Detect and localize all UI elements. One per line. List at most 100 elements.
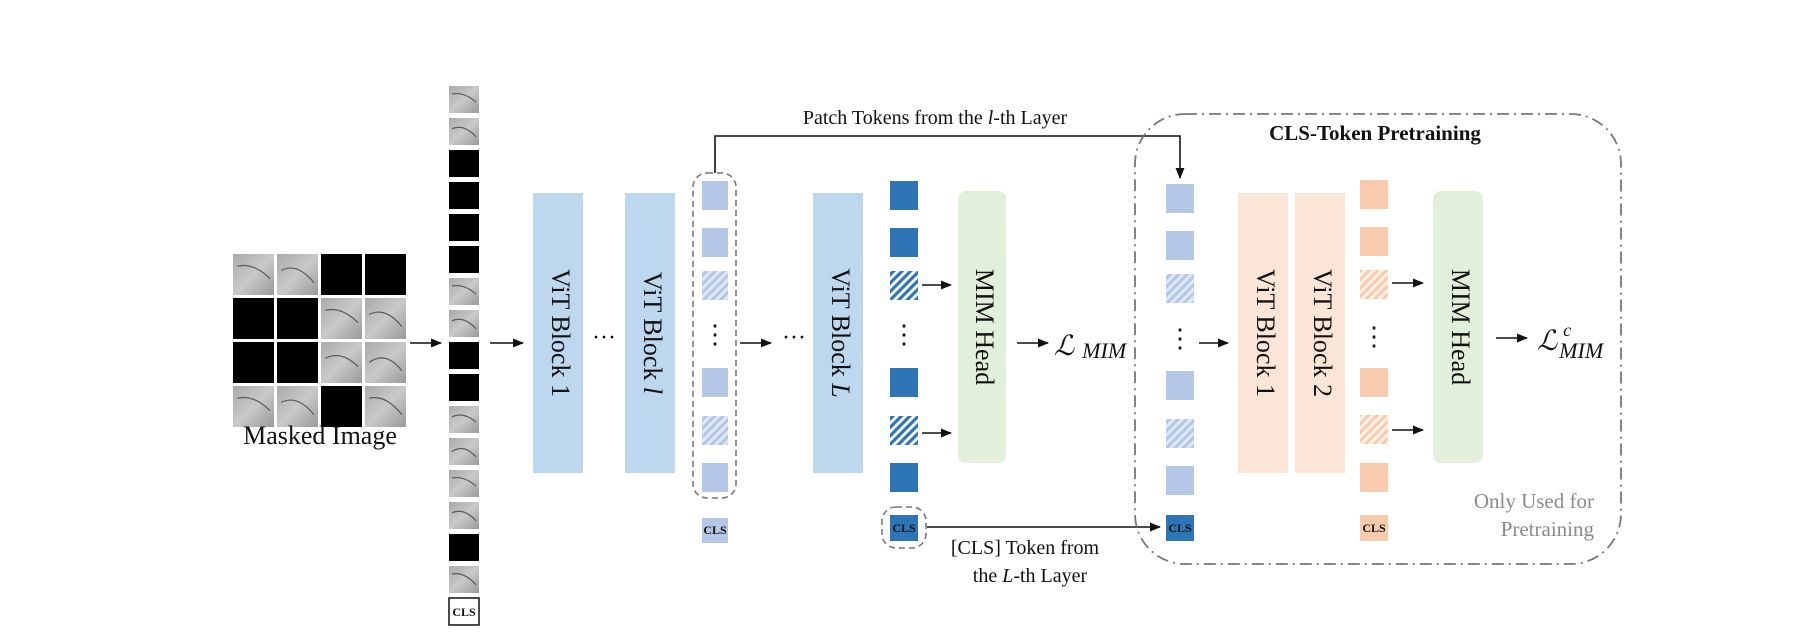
- cls-stage-input-cls-token: [1166, 515, 1194, 541]
- layer-L-cls-dashed-box: [881, 506, 927, 549]
- cls-stage-input-cls-label: CLS: [1168, 521, 1192, 535]
- layer-l-token: [702, 463, 728, 492]
- cls-stage-output-ellipsis: ⋮: [1361, 322, 1387, 351]
- masked-patch: [365, 254, 406, 295]
- layer-l-token-masked: [702, 271, 728, 300]
- layer-L-token: [890, 181, 918, 210]
- vit-block-L: [813, 193, 863, 473]
- layer-l-vertical-ellipsis: ⋮: [702, 320, 728, 349]
- cls-vit-block-1-label: ViT Block 1: [1251, 269, 1280, 397]
- patch-tokens-label: Patch Tokens from the l-th Layer: [803, 107, 1068, 129]
- layer-L-vertical-ellipsis: ⋮: [891, 320, 917, 349]
- layer-L-cls-token: [890, 515, 918, 541]
- vit-block-L-label: ViT Block L: [826, 268, 855, 397]
- masked-patch: [277, 298, 318, 339]
- token-masked: [449, 246, 479, 273]
- image-patch: [321, 342, 362, 383]
- cls-vit-block-2: [1295, 193, 1345, 473]
- cls-stage-output-token: [1360, 463, 1388, 492]
- crack-texture: [451, 414, 477, 423]
- crack-texture: [451, 573, 477, 586]
- cls-stage-input-token: [1166, 184, 1194, 213]
- token-masked: [449, 342, 479, 369]
- vit-block-l-label: ViT Block l: [638, 272, 667, 394]
- layer-L-token: [890, 463, 918, 492]
- layer-l-token-group: [692, 172, 737, 499]
- cls-stage-output-token: [1360, 227, 1388, 256]
- token-image: [449, 310, 479, 337]
- crack-texture: [236, 264, 271, 280]
- image-patch: [277, 254, 318, 295]
- crack-texture: [368, 397, 403, 416]
- token-image: [449, 566, 479, 593]
- mim-head: [958, 191, 1006, 463]
- crack-texture: [451, 284, 477, 295]
- ellipsis-2: ···: [782, 325, 806, 351]
- layer-L-token: [890, 228, 918, 257]
- token-image: [449, 86, 479, 113]
- masked-image-label: Masked Image: [243, 421, 397, 450]
- image-patch: [321, 298, 362, 339]
- cls-stage-output-token: [1360, 180, 1388, 209]
- crack-texture: [368, 357, 403, 372]
- token-column: [449, 86, 479, 593]
- layer-L-token-masked: [890, 271, 918, 300]
- cls-pretraining-title: CLS-Token Pretraining: [1269, 121, 1481, 145]
- token-image: [449, 502, 479, 529]
- token-masked: [449, 374, 479, 401]
- layer-L-token: [890, 368, 918, 397]
- token-image: [449, 406, 479, 433]
- cls-token-label-line1: [CLS] Token from: [951, 537, 1100, 559]
- vit-block-1-label: ViT Block 1: [546, 269, 575, 397]
- mim-head-label: MIM Head: [970, 269, 999, 385]
- token-masked: [449, 214, 479, 241]
- cls-pretraining-region: [1134, 113, 1622, 565]
- layer-l-token: [702, 228, 728, 257]
- token-image: [449, 278, 479, 305]
- crack-texture: [451, 318, 477, 330]
- crack-texture: [451, 510, 477, 522]
- cls-vit-block-2-label: ViT Block 2: [1308, 269, 1337, 397]
- token-image: [449, 118, 479, 145]
- cls-stage-input-token: [1166, 371, 1194, 400]
- cls-mim-head-label: MIM Head: [1446, 269, 1475, 385]
- crack-texture: [324, 355, 359, 368]
- image-patch: [277, 386, 318, 427]
- crack-texture: [368, 311, 403, 328]
- layer-l-cls-label: CLS: [703, 523, 727, 537]
- cls-vit-block-1: [1238, 193, 1288, 473]
- cls-token-input-label: CLS: [452, 605, 476, 619]
- cls-stage-output-token-masked: [1360, 270, 1388, 299]
- masked-image-grid: [233, 254, 406, 427]
- layer-L-cls-label: CLS: [892, 521, 916, 535]
- cls-stage-output-token-masked: [1360, 415, 1388, 444]
- crack-texture: [451, 92, 477, 103]
- cls-stage-input-token: [1166, 466, 1194, 495]
- cls-token-label-line2: the L-th Layer: [973, 565, 1088, 587]
- image-patch: [233, 254, 274, 295]
- vit-block-l: [625, 193, 675, 473]
- masked-patch: [321, 254, 362, 295]
- token-image: [449, 438, 479, 465]
- crack-texture: [280, 267, 315, 284]
- crack-texture: [451, 126, 477, 138]
- cls-stage-output-token: [1360, 368, 1388, 397]
- crack-texture: [451, 447, 477, 458]
- layer-l-token: [702, 181, 728, 210]
- cls-stage-input-token-masked: [1166, 274, 1194, 303]
- layer-l-token-masked: [702, 416, 728, 445]
- layer-l-token: [702, 368, 728, 397]
- image-patch: [233, 386, 274, 427]
- crack-texture: [324, 308, 359, 324]
- image-patch: [365, 298, 406, 339]
- crack-texture: [280, 399, 315, 416]
- cls-stage-input-token: [1166, 231, 1194, 260]
- image-patch: [365, 386, 406, 427]
- token-masked: [449, 182, 479, 209]
- only-used-label-line1: Only Used for: [1474, 489, 1594, 513]
- ellipsis-1: ···: [592, 325, 616, 351]
- vit-block-1: [533, 193, 583, 473]
